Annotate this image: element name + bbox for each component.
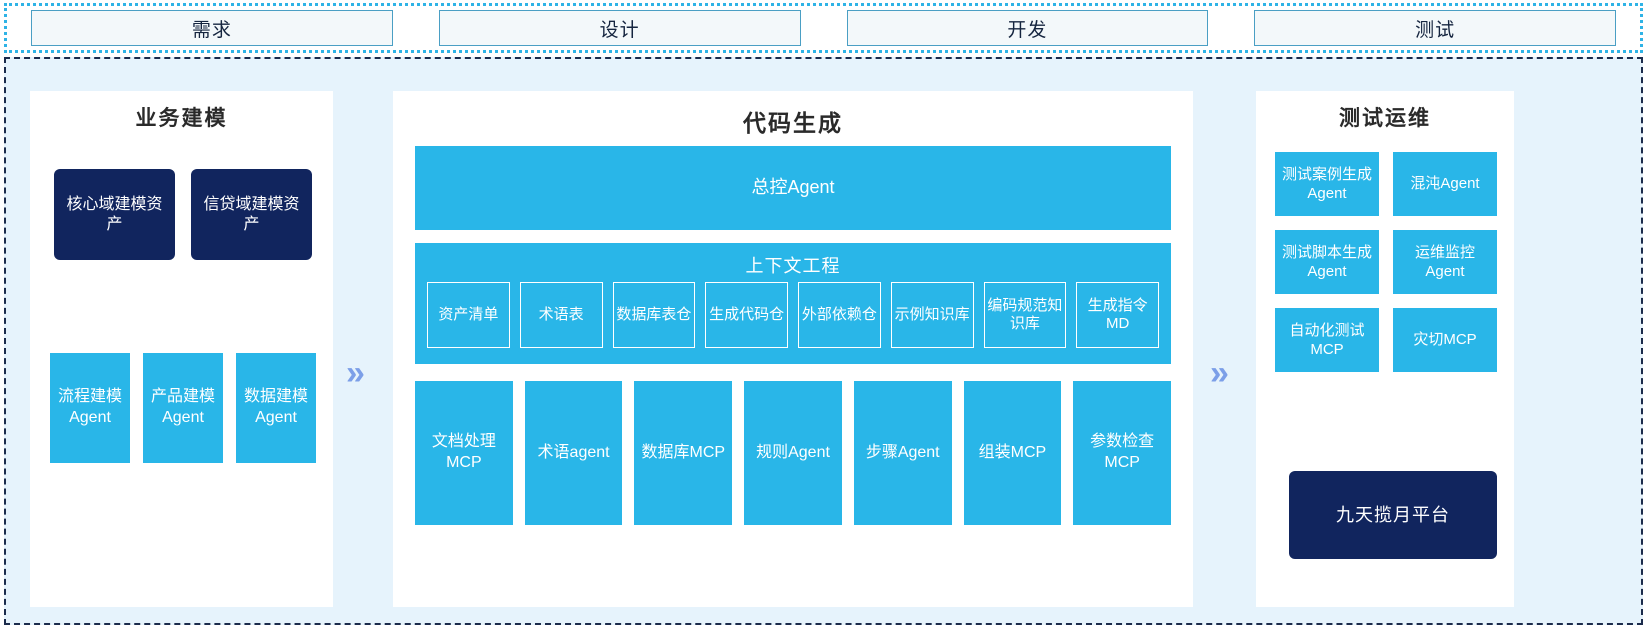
card-label: 数据建模Agent xyxy=(243,388,308,426)
tool-row: 文档处理MCP 术语agent 数据库MCP 规则Agent 步骤Agent 组… xyxy=(415,381,1172,525)
tool-card-document-processing-mcp[interactable]: 文档处理MCP xyxy=(415,381,513,525)
ops-card-chaos-agent[interactable]: 混沌Agent xyxy=(1393,152,1497,216)
business-asset-row: 核心域建模资产 信贷域建模资产 xyxy=(54,169,312,260)
context-engineering-block: 上下文工程 资产清单 术语表 数据库表仓 生成代码仓 外部依赖仓 示例知识库 编… xyxy=(415,243,1171,364)
phase-label: 开发 xyxy=(1007,19,1048,41)
context-engineering-title: 上下文工程 xyxy=(745,256,841,276)
phase-box-development[interactable]: 开发 xyxy=(846,10,1209,46)
card-label: 组装MCP xyxy=(978,443,1047,461)
chevron-right-icon: » xyxy=(1210,354,1229,392)
agent-card-product-modeling[interactable]: 产品建模Agent xyxy=(143,353,223,463)
context-item-external-dependency-repo[interactable]: 外部依赖仓 xyxy=(798,282,881,348)
card-label: 编码规范知识库 xyxy=(987,297,1063,332)
ops-card-test-script-generation-agent[interactable]: 测试脚本生成Agent xyxy=(1275,230,1379,294)
chevron-right-icon: » xyxy=(346,354,365,392)
phase-strip: 需求 设计 开发 测试 xyxy=(4,3,1643,53)
card-label: 总控Agent xyxy=(751,177,835,198)
card-label: 生成代码仓 xyxy=(709,306,785,323)
asset-card-credit-domain[interactable]: 信贷域建模资产 xyxy=(191,169,312,260)
context-item-example-knowledge-base[interactable]: 示例知识库 xyxy=(890,282,974,348)
card-label: 资产清单 xyxy=(438,306,499,323)
card-label: 测试脚本生成Agent xyxy=(1281,243,1372,281)
business-agent-row: 流程建模Agent 产品建模Agent 数据建模Agent xyxy=(50,353,316,463)
context-item-glossary[interactable]: 术语表 xyxy=(519,282,603,348)
panel-title: 测试运维 xyxy=(1339,107,1431,130)
asset-card-core-domain[interactable]: 核心域建模资产 xyxy=(54,169,175,260)
test-ops-grid: 测试案例生成Agent 混沌Agent 测试脚本生成Agent 运维监控Agen… xyxy=(1275,152,1497,372)
card-label: 运维监控Agent xyxy=(1414,243,1475,281)
card-label: 核心域建模资产 xyxy=(66,195,163,233)
card-label: 文档处理MCP xyxy=(431,433,496,471)
ops-card-disaster-switch-mcp[interactable]: 灾切MCP xyxy=(1393,308,1497,372)
platform-card-jiutian-lanyue[interactable]: 九天揽月平台 xyxy=(1289,471,1497,559)
context-item-generation-instruction-md[interactable]: 生成指令MD xyxy=(1076,282,1159,348)
context-item-row: 资产清单 术语表 数据库表仓 生成代码仓 外部依赖仓 示例知识库 编码规范知识库… xyxy=(427,282,1159,348)
card-label: 参数检查MCP xyxy=(1090,433,1155,471)
tool-card-parameter-check-mcp[interactable]: 参数检查MCP xyxy=(1073,381,1172,525)
card-label: 数据库表仓 xyxy=(616,306,692,323)
panel-code-generation: 代码生成 总控Agent 上下文工程 资产清单 术语表 数据库表仓 生成代码仓 … xyxy=(393,91,1193,607)
phase-label: 需求 xyxy=(191,19,232,41)
card-label: 自动化测试MCP xyxy=(1289,321,1365,359)
ops-card-automated-test-mcp[interactable]: 自动化测试MCP xyxy=(1275,308,1379,372)
tool-card-step-agent[interactable]: 步骤Agent xyxy=(853,381,952,525)
context-item-generated-code-repo[interactable]: 生成代码仓 xyxy=(705,282,788,348)
phase-label: 设计 xyxy=(599,19,640,41)
context-item-asset-list[interactable]: 资产清单 xyxy=(427,282,510,348)
phase-box-requirements[interactable]: 需求 xyxy=(31,10,393,46)
context-item-coding-standard-knowledge-base[interactable]: 编码规范知识库 xyxy=(983,282,1067,348)
card-label: 混沌Agent xyxy=(1410,175,1480,193)
context-item-db-table-repo[interactable]: 数据库表仓 xyxy=(612,282,696,348)
tool-card-assembly-mcp[interactable]: 组装MCP xyxy=(963,381,1062,525)
card-label: 数据库MCP xyxy=(641,443,726,461)
card-label: 生成指令MD xyxy=(1087,297,1148,332)
panel-test-operations: 测试运维 测试案例生成Agent 混沌Agent 测试脚本生成Agent 运维监… xyxy=(1256,91,1514,607)
card-label: 术语agent xyxy=(537,443,610,461)
card-label: 产品建模Agent xyxy=(150,388,215,426)
card-label: 步骤Agent xyxy=(865,443,940,461)
main-area: » » 业务建模 核心域建模资产 信贷域建模资产 流程建模Agent 产品建模A… xyxy=(4,57,1643,625)
card-label: 测试案例生成Agent xyxy=(1281,165,1372,203)
agent-card-data-modeling[interactable]: 数据建模Agent xyxy=(236,353,316,463)
panel-title: 业务建模 xyxy=(135,107,228,130)
phase-label: 测试 xyxy=(1415,19,1456,41)
phase-box-design[interactable]: 设计 xyxy=(438,10,801,46)
agent-card-process-modeling[interactable]: 流程建模Agent xyxy=(50,353,130,463)
card-label: 外部依赖仓 xyxy=(801,306,877,323)
card-label: 九天揽月平台 xyxy=(1336,504,1450,525)
ops-card-test-case-generation-agent[interactable]: 测试案例生成Agent xyxy=(1275,152,1379,216)
card-label: 灾切MCP xyxy=(1413,331,1477,349)
card-label: 信贷域建模资产 xyxy=(203,195,300,233)
card-label: 规则Agent xyxy=(756,443,830,461)
panel-title: 代码生成 xyxy=(743,110,843,136)
phase-box-testing[interactable]: 测试 xyxy=(1254,10,1616,46)
tool-card-rule-agent[interactable]: 规则Agent xyxy=(744,381,842,525)
card-label: 示例知识库 xyxy=(894,306,970,323)
controller-agent-bar[interactable]: 总控Agent xyxy=(415,146,1171,230)
card-label: 术语表 xyxy=(538,306,584,323)
tool-card-glossary-agent[interactable]: 术语agent xyxy=(524,381,623,525)
ops-card-operations-monitoring-agent[interactable]: 运维监控Agent xyxy=(1393,230,1497,294)
tool-card-database-mcp[interactable]: 数据库MCP xyxy=(634,381,733,525)
card-label: 流程建模Agent xyxy=(57,388,122,426)
panel-business-modeling: 业务建模 核心域建模资产 信贷域建模资产 流程建模Agent 产品建模Agent… xyxy=(30,91,333,607)
